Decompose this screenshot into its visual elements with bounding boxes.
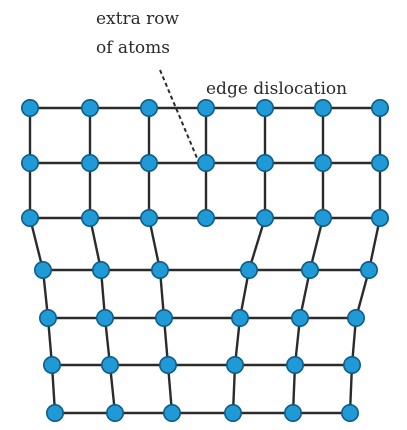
atom	[226, 355, 245, 374]
atom	[45, 403, 64, 422]
atom	[231, 308, 250, 327]
atom	[140, 209, 159, 228]
atom	[285, 355, 304, 374]
label-extra-row-line2: of atoms	[96, 38, 170, 58]
atom	[313, 99, 332, 118]
atom	[81, 154, 100, 173]
atom	[370, 209, 389, 228]
atom	[300, 260, 319, 279]
atom	[20, 154, 39, 173]
atom	[42, 355, 61, 374]
atom	[240, 260, 259, 279]
atom	[38, 308, 57, 327]
label-edge-dislocation: edge dislocation	[206, 79, 347, 99]
atom	[101, 355, 120, 374]
atom	[359, 260, 378, 279]
atom	[159, 355, 178, 374]
atom	[313, 209, 332, 228]
atom	[81, 209, 100, 228]
atom	[346, 308, 365, 327]
atom	[197, 99, 216, 118]
atom	[33, 260, 52, 279]
atom	[106, 403, 125, 422]
atom	[370, 154, 389, 173]
atom	[255, 99, 274, 118]
atom	[340, 403, 359, 422]
atom	[81, 99, 100, 118]
lattice-bonds	[28, 106, 382, 415]
atom	[140, 99, 159, 118]
atom	[342, 355, 361, 374]
atom	[20, 209, 39, 228]
atom	[313, 154, 332, 173]
atom	[283, 403, 302, 422]
atom	[92, 260, 111, 279]
atom	[96, 308, 115, 327]
atom	[290, 308, 309, 327]
atom	[370, 99, 389, 118]
atom	[140, 154, 159, 173]
bond-vertical	[247, 216, 267, 272]
atom	[224, 403, 243, 422]
atom	[163, 403, 182, 422]
lattice-atoms	[20, 99, 389, 422]
atom	[155, 308, 174, 327]
atom	[197, 209, 216, 228]
atom	[255, 154, 274, 173]
extra-row-leader-line	[159, 69, 198, 159]
atom	[197, 154, 216, 173]
atom	[20, 99, 39, 118]
atom	[151, 260, 170, 279]
atom	[255, 209, 274, 228]
label-extra-row-line1: extra row	[96, 9, 180, 29]
